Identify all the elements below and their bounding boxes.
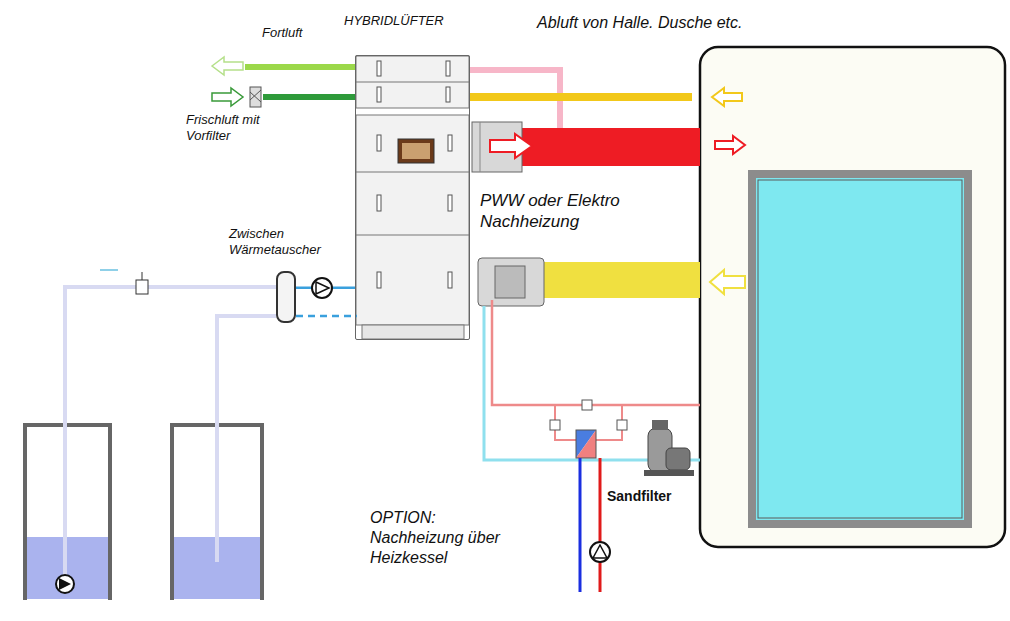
well-pipe <box>65 287 276 578</box>
extract-duct <box>540 262 700 298</box>
fan-motor <box>495 266 525 298</box>
air-arrow <box>712 88 742 106</box>
unit-panel <box>356 115 469 325</box>
boiler-flow <box>579 458 582 592</box>
heating-pipe <box>492 300 700 405</box>
unit-panel <box>356 56 469 108</box>
ventilation-unit: HYBRIDLÜFTER <box>355 55 470 340</box>
collar-rib <box>480 122 481 172</box>
unit-panel-divider <box>356 235 469 236</box>
prefilter-hatch <box>250 92 261 102</box>
unit-base <box>362 325 464 339</box>
extract-duct <box>470 93 692 101</box>
prefilter-hatch <box>250 90 261 100</box>
boiler-return <box>599 458 602 592</box>
well-pump <box>56 575 74 593</box>
plate-exchanger <box>576 430 596 458</box>
air-arrow <box>212 88 243 106</box>
valve <box>582 400 592 410</box>
node-label: HYBRIDLÜFTER <box>344 13 484 29</box>
sand-filter-valve <box>652 420 668 430</box>
annotation: Frischluft mit Vorfilter <box>186 112 286 145</box>
valve <box>617 420 627 430</box>
plate-exchanger <box>576 430 596 458</box>
well-pump-arrow <box>59 578 71 590</box>
valve <box>550 420 560 430</box>
air-arrow <box>212 57 243 75</box>
exhaust-duct <box>245 64 356 70</box>
annotation: Sandfilter <box>607 488 697 506</box>
air-arrow <box>715 136 745 154</box>
annotation: OPTION: Nachheizung über Heizkessel <box>370 508 530 568</box>
well-pipe <box>217 316 276 562</box>
circulation-pump-arrow <box>316 282 329 294</box>
filter-base <box>644 470 694 476</box>
annotation: Abluft von Halle. Dusche etc. <box>537 13 837 33</box>
well <box>25 425 110 600</box>
boiler-pump-arrow <box>593 545 607 558</box>
pool-edge <box>758 180 962 518</box>
supply-duct <box>520 128 700 166</box>
unit-panel-divider <box>356 172 469 173</box>
hall <box>700 47 1005 547</box>
air-arrow <box>490 134 532 158</box>
vent <box>100 269 118 271</box>
air-arrow <box>710 270 745 294</box>
control-display <box>398 139 434 163</box>
filter-pump <box>666 448 690 470</box>
unit-panel-divider <box>356 82 469 83</box>
pool <box>752 174 968 524</box>
annotation: Fortluft <box>262 25 352 41</box>
boiler-pump <box>590 542 610 562</box>
heat-exchanger: Zwischen Wärmetauscher <box>276 271 296 323</box>
fresh-air-duct <box>263 94 356 100</box>
valve-stem <box>142 272 143 280</box>
valve <box>136 280 148 294</box>
circulation-pump <box>312 278 332 298</box>
node-label: Zwischen Wärmetauscher <box>229 226 339 259</box>
well-water <box>27 537 108 599</box>
control-screen <box>402 143 430 159</box>
annotation: PWW oder Elektro Nachheizung <box>480 190 655 233</box>
fan-unit <box>478 258 544 306</box>
plate-exchanger <box>576 430 596 458</box>
panel-handles <box>377 61 452 288</box>
return-pipe <box>296 315 357 318</box>
prefilter <box>250 87 261 107</box>
